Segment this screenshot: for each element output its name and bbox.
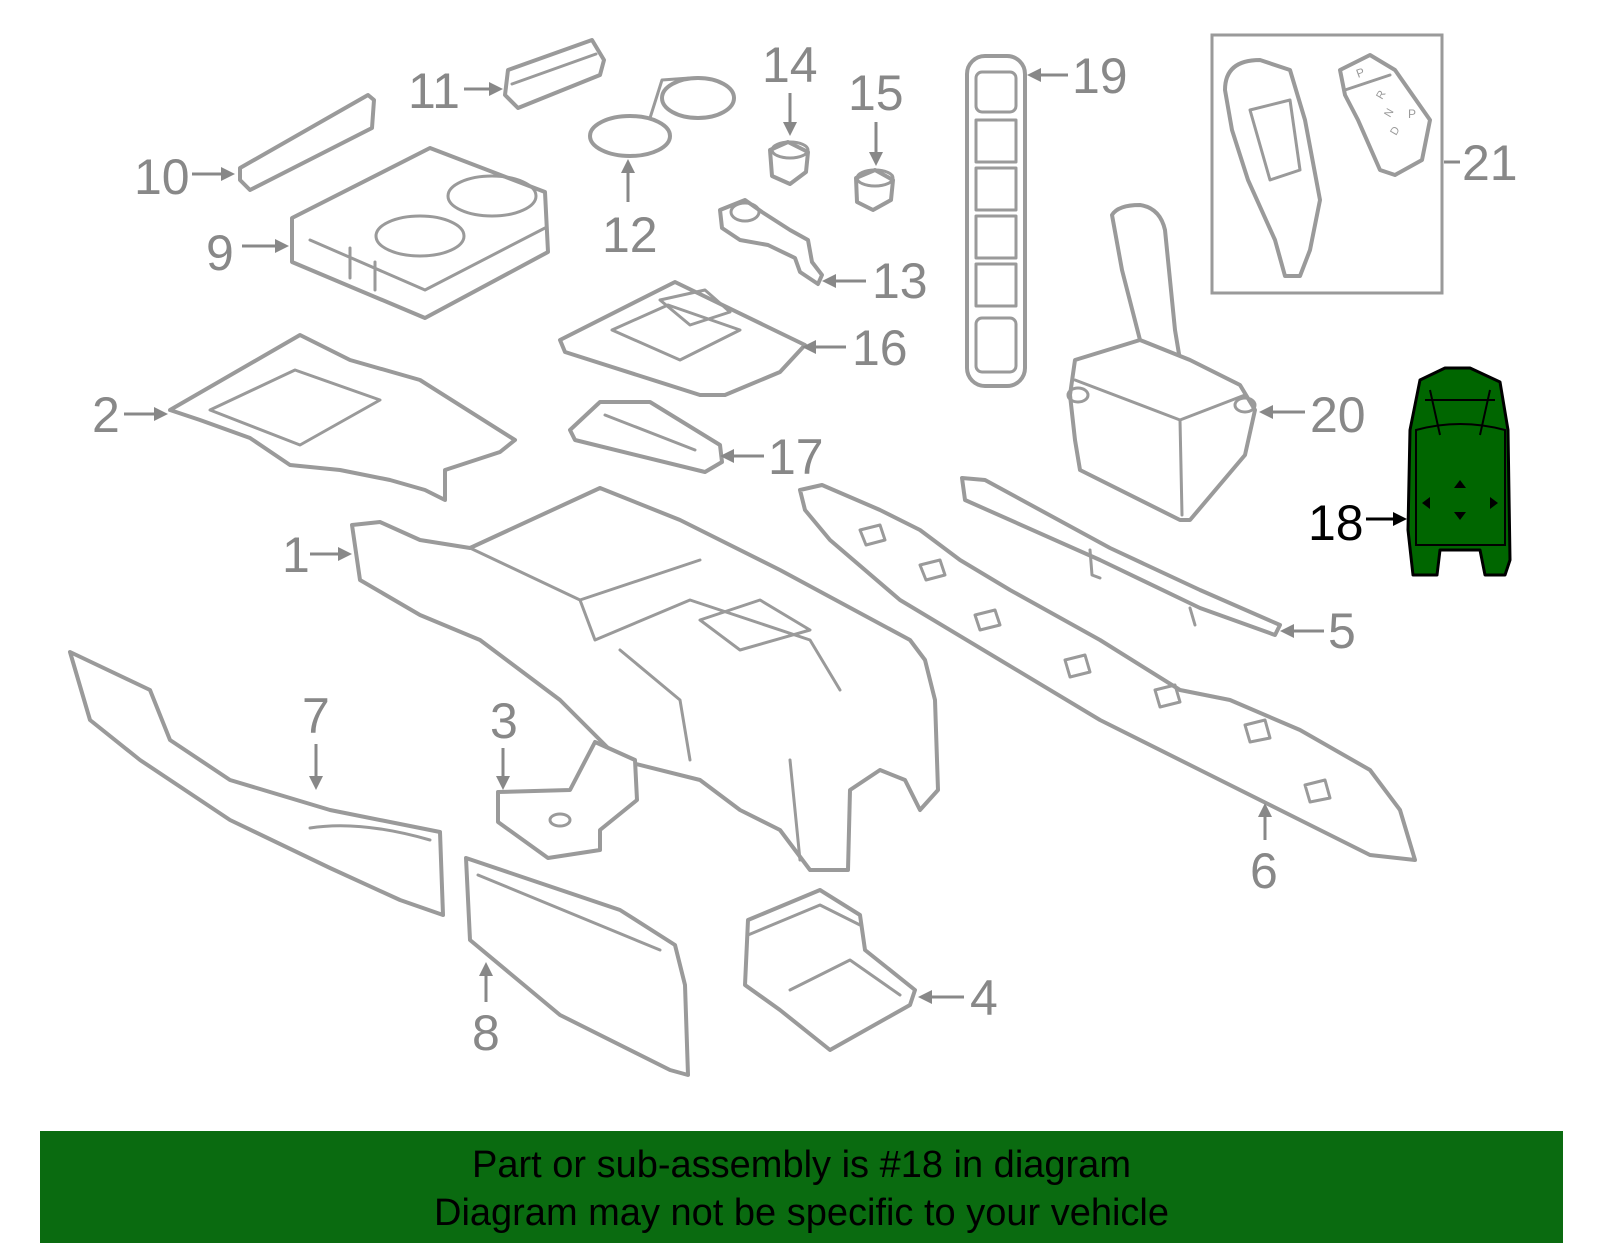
part-20-shifter-assembly [1066, 203, 1257, 522]
part-5-rail [960, 476, 1282, 637]
callout-1: 1 [282, 527, 352, 583]
callout-9: 9 [206, 225, 289, 281]
callout-21-label: 21 [1462, 135, 1518, 191]
callout-17: 17 [720, 429, 824, 485]
callout-12-label: 12 [602, 207, 658, 263]
part-8-lower-panel [464, 856, 690, 1077]
part-3-bracket [496, 740, 639, 860]
callout-4: 4 [918, 970, 998, 1026]
callout-14-label: 14 [762, 37, 818, 93]
callout-19-label: 19 [1072, 48, 1128, 104]
footer-banner: Part or sub-assembly is #18 in diagram D… [40, 1131, 1563, 1243]
callout-16: 16 [802, 320, 908, 376]
callout-1-label: 1 [282, 527, 310, 583]
exploded-parts-diagram: P R N D P [68, 33, 1518, 1077]
callout-18-highlighted: 18 [1308, 495, 1407, 551]
callout-5-label: 5 [1328, 603, 1356, 659]
callout-2-label: 2 [92, 387, 120, 443]
part-9-cup-holder-tray [290, 146, 550, 320]
shifter-letter-p-side: P [1408, 107, 1416, 121]
footer-line-1: Part or sub-assembly is #18 in diagram [472, 1144, 1131, 1186]
callout-12: 12 [602, 159, 658, 263]
callout-17-label: 17 [768, 429, 824, 485]
part-13-bracket [718, 198, 824, 286]
callout-19: 19 [1027, 48, 1128, 104]
callout-18-label: 18 [1308, 495, 1364, 551]
callout-7: 7 [302, 688, 330, 790]
callout-8-label: 8 [472, 1005, 500, 1061]
part-4-storage-tray [743, 888, 917, 1052]
callout-3: 3 [490, 693, 518, 790]
callout-8: 8 [472, 962, 500, 1061]
part-17-bezel [568, 400, 724, 474]
callout-15: 15 [848, 65, 904, 166]
callout-6: 6 [1250, 803, 1278, 899]
callout-10: 10 [134, 149, 235, 205]
part-14-clip [768, 140, 810, 186]
callout-20-label: 20 [1310, 387, 1366, 443]
callout-10-label: 10 [134, 149, 190, 205]
part-6-side-trim [798, 483, 1417, 862]
callout-11-label: 11 [408, 63, 460, 119]
part-1-console-body [350, 486, 940, 872]
part-10-trim-strip [238, 93, 376, 192]
callout-2: 2 [92, 387, 168, 443]
callout-4-label: 4 [970, 970, 998, 1026]
callout-7-label: 7 [302, 688, 330, 744]
part-16-trim-panel [558, 280, 807, 397]
part-2-frame [168, 333, 517, 502]
callout-3-label: 3 [490, 693, 518, 749]
callout-21: 21 [1444, 135, 1518, 191]
part-19-button-strip [965, 54, 1027, 388]
callout-13: 13 [822, 253, 928, 309]
part-15-clip [854, 168, 895, 212]
callout-20: 20 [1259, 387, 1366, 443]
footer-line-2: Diagram may not be specific to your vehi… [434, 1192, 1169, 1234]
part-7-left-trim [68, 650, 445, 917]
callout-15-label: 15 [848, 65, 904, 121]
callout-11: 11 [408, 63, 503, 119]
callouts: 1 2 3 4 5 [92, 37, 1518, 1061]
callout-13-label: 13 [872, 253, 928, 309]
part-12-cup-ring [588, 76, 736, 158]
callout-9-label: 9 [206, 225, 234, 281]
part-21-shift-knob-inset: P R N D P [1210, 33, 1444, 295]
callout-16-label: 16 [852, 320, 908, 376]
part-18-highlighted-switch[interactable] [1406, 366, 1512, 577]
part-11-cover [503, 38, 606, 110]
callout-6-label: 6 [1250, 843, 1278, 899]
callout-14: 14 [762, 37, 818, 136]
callout-5: 5 [1280, 603, 1356, 659]
